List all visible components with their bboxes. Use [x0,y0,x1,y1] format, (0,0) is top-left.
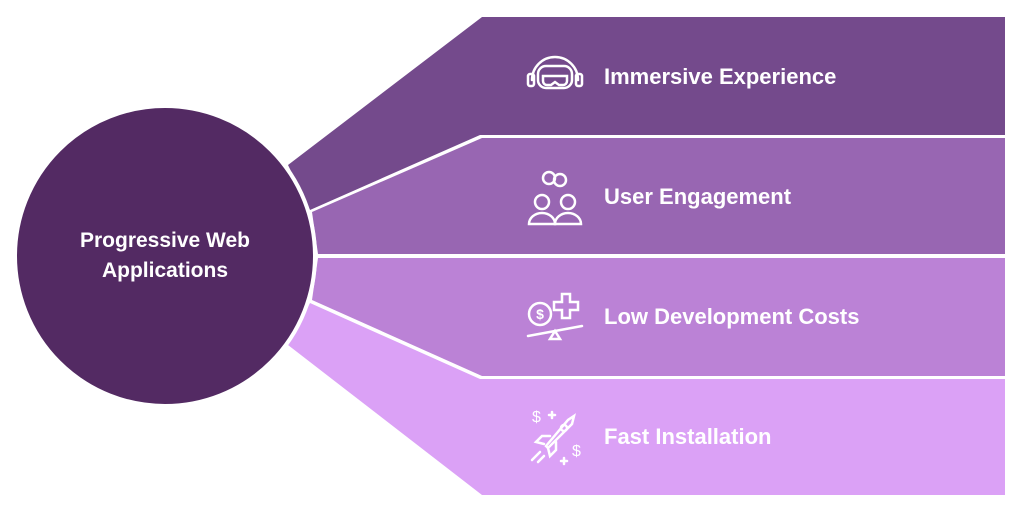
svg-text:$: $ [572,443,581,460]
band-fast-installation [288,303,1005,495]
item-label-immersive-experience: Immersive Experience [604,64,837,89]
users-link-icon [527,170,583,226]
item-label-user-engagement: User Engagement [604,184,792,209]
band-low-development-costs [312,258,1005,376]
svg-text:$: $ [536,306,544,322]
band-user-engagement [312,138,1005,254]
band-immersive-experience [288,17,1005,210]
center-title-line2: Applications [101,259,228,282]
item-label-low-development-costs: Low Development Costs [604,304,860,329]
center-title: Progressive Web Applications [40,226,290,286]
cost-balance-icon: $ [526,292,584,341]
center-circle [13,104,317,408]
svg-text:$: $ [532,409,541,426]
vr-headset-icon [526,55,584,90]
rocket-icon: $ $ [530,409,581,466]
item-label-fast-installation: Fast Installation [604,424,772,449]
center-title-line1: Progressive Web [79,229,251,252]
